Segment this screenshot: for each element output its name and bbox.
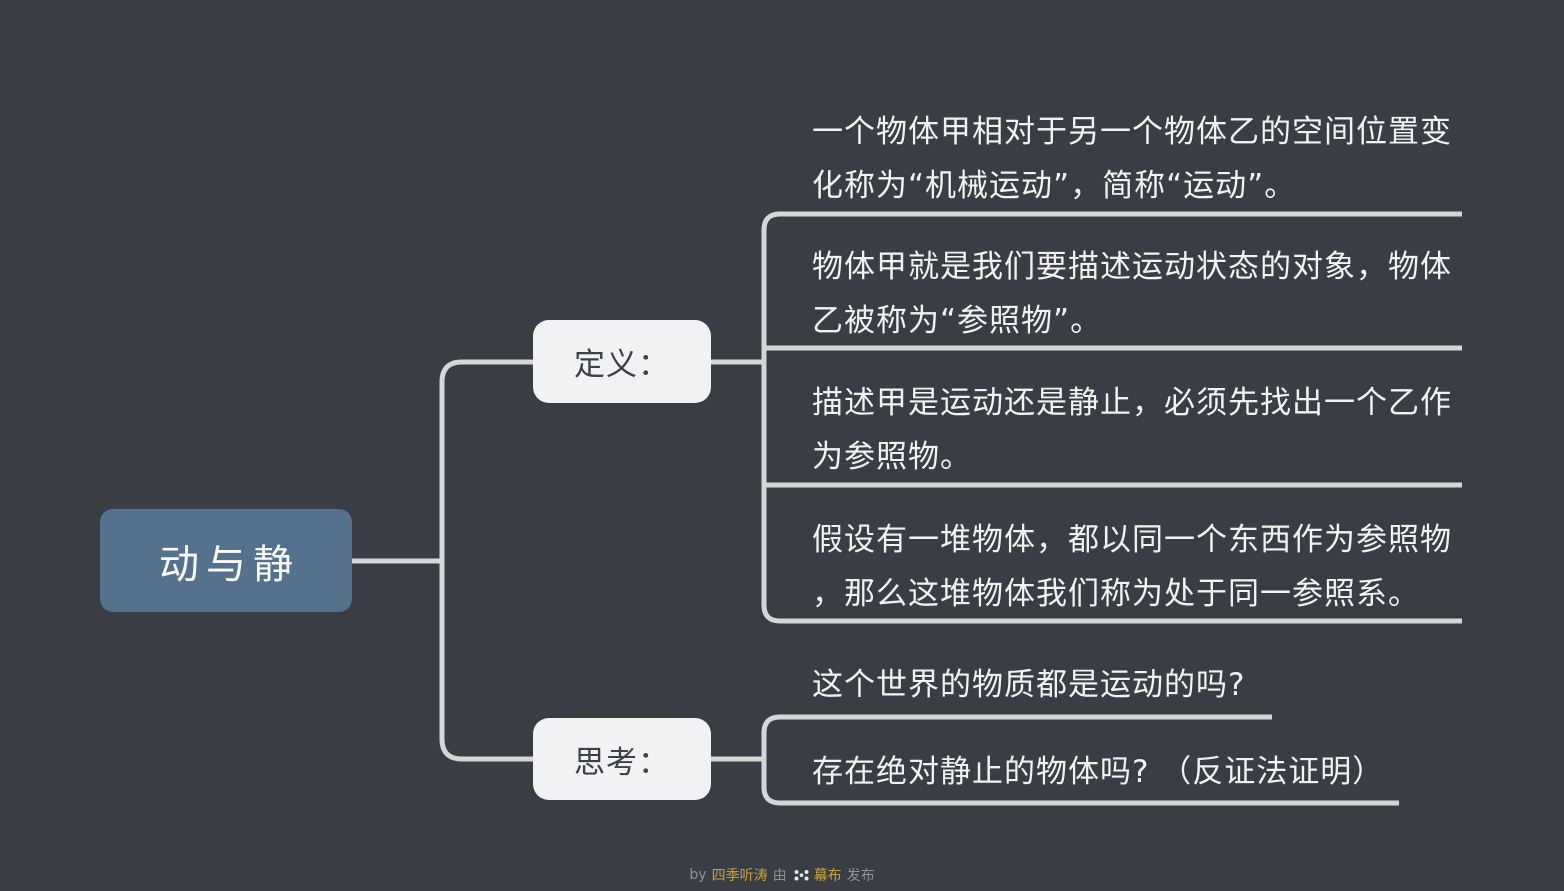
leaf-node-definition-4[interactable]: 假设有一堆物体，都以同一个东西作为参照物，那么这堆物体我们称为处于同一参照系。 (812, 522, 1452, 612)
branch-thinking-label: 思考： (574, 744, 670, 781)
footer: by 四季听涛 由 幕布 发布 (0, 864, 1564, 886)
leaf-node-definition-1[interactable]: 一个物体甲相对于另一个物体乙的空间位置变化称为“机械运动”，简称“运动”。 (812, 114, 1452, 204)
footer-publish-label: 发布 (846, 868, 875, 884)
mubu-logo-icon (794, 870, 809, 881)
think-leaf-bus (761, 714, 1399, 806)
leaf-node-definition-2[interactable]: 物体甲就是我们要描述运动状态的对象，物体乙被称为“参照物”。 (812, 249, 1452, 339)
footer-via-label: 由 (772, 868, 787, 884)
footer-by-label: by (689, 867, 707, 883)
footer-platform-link[interactable]: 幕布 (813, 868, 842, 884)
branch-definition-label: 定义： (574, 347, 670, 383)
root-node[interactable]: 动与静 (100, 509, 352, 612)
root-branch-bus (439, 359, 533, 762)
root-node-label: 动与静 (159, 541, 300, 588)
leaf-node-thinking-2[interactable]: 存在绝对静止的物体吗? （反证法证明） (812, 754, 1385, 790)
footer-author-link[interactable]: 四季听涛 (711, 868, 768, 884)
branch-node-thinking[interactable]: 思考： (533, 718, 711, 800)
leaf-node-thinking-1[interactable]: 这个世界的物质都是运动的吗? (812, 667, 1246, 703)
def-leaf-bus (761, 211, 1462, 624)
leaf-node-definition-3[interactable]: 描述甲是运动还是静止，必须先找出一个乙作为参照物。 (812, 385, 1452, 475)
branch-node-definition[interactable]: 定义： (533, 320, 711, 403)
